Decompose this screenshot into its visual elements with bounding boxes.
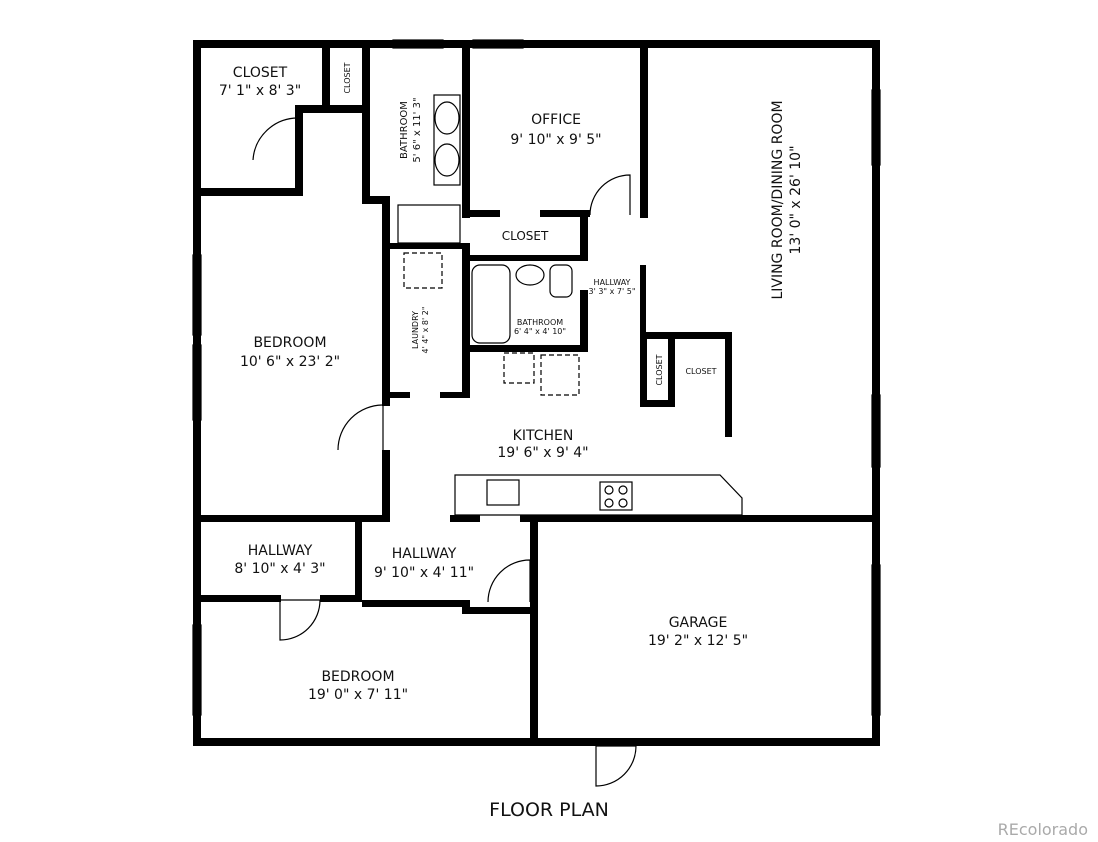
room-name: CLOSET xyxy=(343,62,352,93)
room-name: BEDROOM xyxy=(321,669,394,685)
room-name: GARAGE xyxy=(669,615,728,631)
room-name: BATHROOM xyxy=(517,318,563,327)
room-name: HALLWAY xyxy=(248,543,313,559)
room-name: BATHROOM xyxy=(399,101,410,159)
walls xyxy=(193,40,880,746)
room-dims: 10' 6" x 23' 2" xyxy=(240,354,340,370)
watermark: REcolorado xyxy=(997,820,1088,839)
room-labels: CLOSET 7' 1" x 8' 3" CLOSET BATHROOM 5' … xyxy=(219,62,804,703)
room-name: CLOSET xyxy=(233,65,288,81)
room-dims: 9' 10" x 4' 11" xyxy=(374,565,474,581)
room-dims: 5' 6" x 11' 3" xyxy=(412,97,423,162)
room-name: HALLWAY xyxy=(594,278,631,287)
room-dims: 19' 2" x 12' 5" xyxy=(648,633,748,649)
floor-plan-title: FLOOR PLAN xyxy=(489,799,609,821)
room-dims: 13' 0" x 26' 10" xyxy=(788,145,804,254)
room-name: CLOSET xyxy=(502,229,549,243)
fixtures xyxy=(192,39,881,787)
room-name: KITCHEN xyxy=(513,428,574,444)
room-dims: 8' 10" x 4' 3" xyxy=(234,561,325,577)
room-name: CLOSET xyxy=(685,367,716,376)
room-name: HALLWAY xyxy=(392,546,457,562)
room-dims: 4' 4" x 8' 2" xyxy=(421,306,430,353)
room-name: LIVING ROOM/DINING ROOM xyxy=(770,100,786,299)
room-name: CLOSET xyxy=(655,354,664,385)
room-name: OFFICE xyxy=(531,112,581,128)
room-name: BEDROOM xyxy=(253,335,326,351)
room-dims: 9' 10" x 9' 5" xyxy=(510,132,601,148)
room-dims: 19' 0" x 7' 11" xyxy=(308,687,408,703)
room-dims: 7' 1" x 8' 3" xyxy=(219,83,301,99)
room-dims: 6' 4" x 4' 10" xyxy=(514,327,566,336)
room-name: LAUNDRY xyxy=(411,311,420,349)
room-dims: 19' 6" x 9' 4" xyxy=(497,445,588,461)
room-dims: 3' 3" x 7' 5" xyxy=(588,287,635,296)
